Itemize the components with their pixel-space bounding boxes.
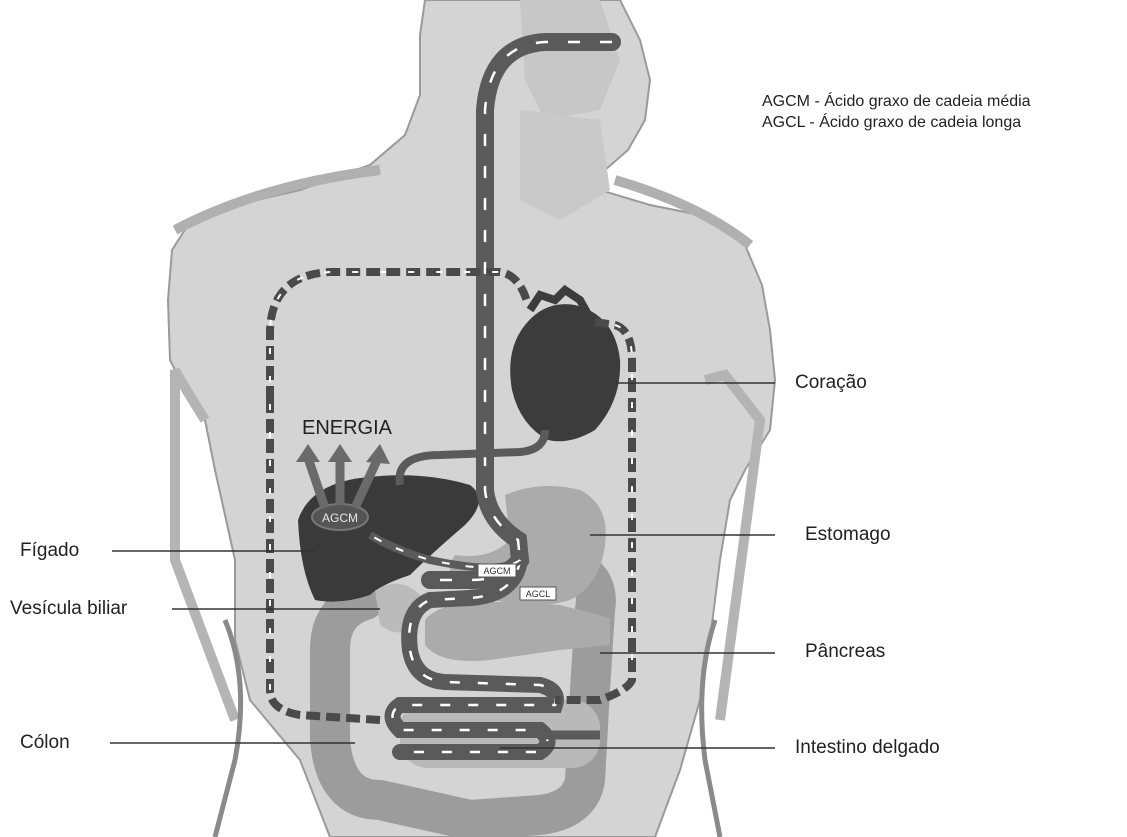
label-vesicula: Vesícula biliar [10,599,127,618]
agcm-tag-text: AGCM [484,566,511,576]
left-waist-curve [215,620,241,837]
label-colon: Cólon [20,733,70,752]
legend-agcl: AGCL - Ácido graxo de cadeia longa [762,114,1021,132]
liver-agcm-text: AGCM [322,511,358,525]
label-figado: Fígado [20,541,79,560]
legend-agcm: AGCM - Ácido graxo de cadeia média [762,93,1031,111]
agcl-tag-text: AGCL [526,589,551,599]
label-pancreas: Pâncreas [805,642,885,661]
label-intestino: Intestino delgado [795,738,940,757]
energia-label: ENERGIA [302,417,393,439]
label-estomago: Estomago [805,525,891,544]
label-coracao: Coração [795,373,867,392]
